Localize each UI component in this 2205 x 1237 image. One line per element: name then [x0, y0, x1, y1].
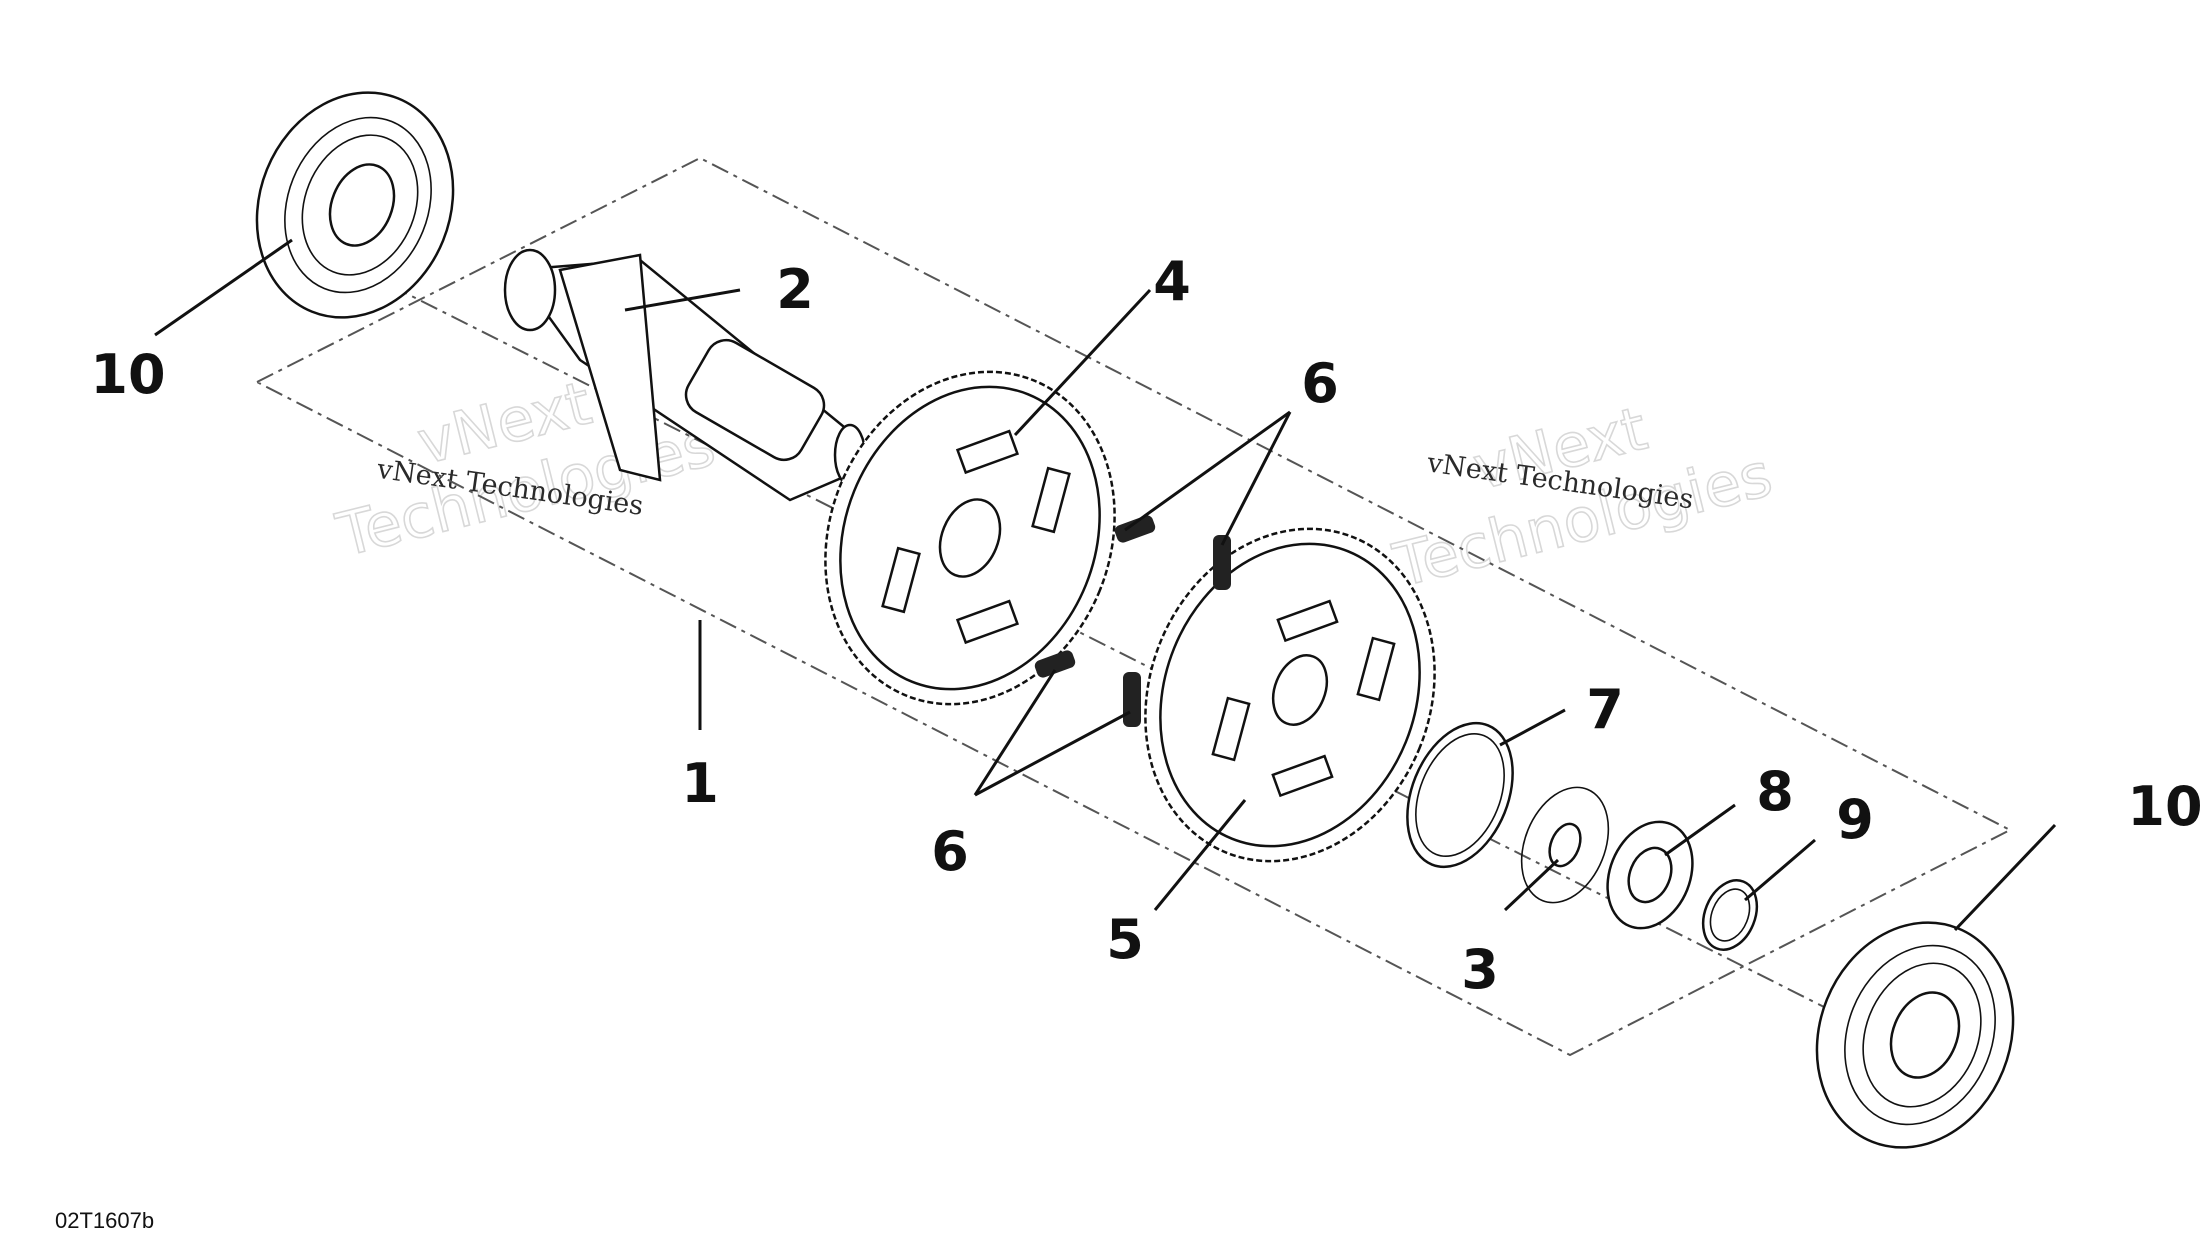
callout-6-bottom: 6 — [931, 820, 969, 883]
leader-lines — [154, 238, 2057, 932]
snap-ring-9 — [1701, 879, 1759, 951]
figure-id: 02T1607b — [55, 1208, 154, 1233]
callout-2: 2 — [776, 258, 814, 321]
bearing-right — [1815, 921, 2015, 1149]
washer-8 — [1606, 820, 1694, 930]
callout-9: 9 — [1836, 788, 1874, 851]
callout-5: 5 — [1106, 908, 1144, 971]
gear-5 — [1144, 527, 1436, 863]
callout-3: 3 — [1461, 938, 1499, 1001]
callout-10-right: 10 — [2127, 775, 2202, 838]
callout-8: 8 — [1756, 760, 1794, 823]
kit-outline — [254, 156, 2013, 1057]
shaft-axis-line — [329, 254, 1831, 1011]
callout-10-left: 10 — [90, 343, 165, 406]
callout-4: 4 — [1153, 250, 1191, 313]
callout-6-top: 6 — [1301, 352, 1339, 415]
washer-3 — [1520, 786, 1610, 904]
callout-7: 7 — [1586, 678, 1624, 741]
gear-4 — [824, 370, 1116, 706]
callout-1: 1 — [681, 752, 719, 815]
camshaft — [503, 248, 867, 502]
washer-7 — [1406, 721, 1514, 869]
bearing-left — [255, 91, 455, 319]
